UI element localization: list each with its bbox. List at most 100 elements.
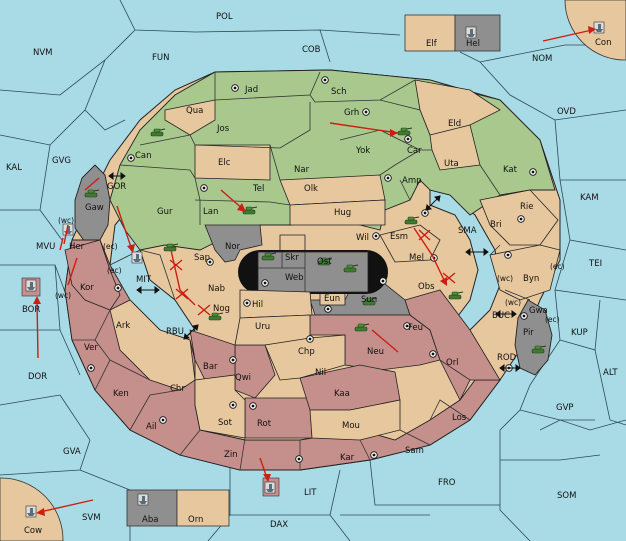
land-sot: Sot <box>218 418 233 428</box>
land-nab: Nab <box>208 284 225 294</box>
sea-fun: FUN <box>152 53 169 63</box>
land-nil: Nil <box>315 368 326 378</box>
land-tel: Tel <box>252 184 264 194</box>
coast-wc-gwa: (wc) <box>505 298 521 307</box>
land-hil: Hil <box>252 300 263 310</box>
coast-ec-her: (ec) <box>103 242 118 251</box>
land-nor: Nor <box>225 242 241 252</box>
land-pir: Pir <box>523 328 534 338</box>
land-mou: Mou <box>342 421 360 431</box>
sea-kup: KUP <box>571 328 588 338</box>
land-nar: Nar <box>294 165 310 175</box>
land-jos: Jos <box>216 124 230 134</box>
land-bar: Bar <box>203 362 218 372</box>
coast-wc-byn: (wc) <box>497 274 513 283</box>
coast-labels: (wc) (ec) (wc) (ec) (wc) (ec) (wc) (ec) <box>55 216 565 324</box>
land-elc: Elc <box>218 158 231 168</box>
red-east <box>404 289 501 401</box>
land-cow: Cow <box>24 526 42 536</box>
red-inner-west <box>64 239 121 311</box>
sea-rod: ROD <box>497 353 517 363</box>
sea-tei: TEI <box>588 259 602 269</box>
land-zin: Zin <box>224 450 238 460</box>
land-skr: Skr <box>285 253 299 263</box>
land-gwa: Gwa <box>529 306 548 316</box>
land-esm: Esm <box>390 232 408 242</box>
sea-dor: DOR <box>28 372 47 382</box>
coast-wc-kor: (wc) <box>55 291 71 300</box>
sea-ovd: OVD <box>557 107 576 117</box>
land-can: Can <box>135 151 152 161</box>
land-her: Her <box>69 242 85 252</box>
order-arrows <box>33 26 596 516</box>
sea-som: SOM <box>557 491 576 501</box>
land-ark: Ark <box>116 321 130 331</box>
land-hel: Hel <box>466 39 480 49</box>
sea-nom: NOM <box>532 54 552 64</box>
land-kor: Kor <box>80 283 94 293</box>
sea-fro: FRO <box>438 478 456 488</box>
land-jad: Jad <box>244 85 258 95</box>
land-los: Los <box>452 413 467 423</box>
sea-gva: GVA <box>63 447 81 457</box>
sea-alt: ALT <box>603 368 618 378</box>
sea-mit: MIT <box>136 275 152 285</box>
sea-gor: GOR <box>107 182 126 192</box>
land-nog: Nog <box>213 304 230 314</box>
sea-dax: DAX <box>270 520 288 530</box>
land-feu: Feu <box>408 323 423 333</box>
canal-connectors <box>108 172 521 372</box>
coast-ec-byn: (ec) <box>550 262 565 271</box>
sea-mvu: MVU <box>36 242 55 252</box>
land-rot: Rot <box>257 419 272 429</box>
sea-gvg: GVG <box>52 156 71 166</box>
land-obs: Obs <box>418 282 435 292</box>
land-byn: Byn <box>523 274 539 284</box>
land-kar: Kar <box>340 453 355 463</box>
land-sam: Sam <box>405 446 424 456</box>
land-uta: Uta <box>444 159 459 169</box>
coast-ec-mit: (ec) <box>107 266 122 275</box>
land-ail: Ail <box>146 422 157 432</box>
sea-lit: LIT <box>304 488 317 498</box>
sea-cob: COB <box>302 45 321 55</box>
sea-kal: KAL <box>6 163 22 173</box>
land-bri: Bri <box>490 220 502 230</box>
land-ost: Ost <box>317 257 332 267</box>
sea-sma: SMA <box>458 226 477 236</box>
land-gur: Gur <box>157 207 173 217</box>
land-neu: Neu <box>367 347 384 357</box>
sea-nvm: NVM <box>33 48 53 58</box>
land-olk: Olk <box>304 184 318 194</box>
land-sap: Sap <box>194 253 210 263</box>
land-sch: Sch <box>331 87 346 97</box>
failed-order-marks <box>169 229 456 316</box>
land-grh: Grh <box>344 108 359 118</box>
sea-rbu: RBU <box>166 327 184 337</box>
land-ken: Ken <box>113 389 129 399</box>
sea-labels: POL COB FUN NVM NOM KAL GVG GOR MVU MIT … <box>6 12 618 530</box>
land-ver: Ver <box>84 343 98 353</box>
land-qua: Qua <box>186 106 203 116</box>
province-borders <box>72 71 531 471</box>
sea-svm: SVM <box>82 513 101 523</box>
sea-gvp: GVP <box>556 403 574 413</box>
land-eld: Eld <box>448 119 461 129</box>
land-uru: Uru <box>255 322 270 332</box>
land-rie: Rie <box>520 202 534 212</box>
sea-kam: KAM <box>580 193 599 203</box>
land-chr: Chr <box>170 384 185 394</box>
land-hug: Hug <box>334 208 351 218</box>
land-yok: Yok <box>355 146 370 156</box>
land-sun: Sun <box>361 295 377 305</box>
land-mel: Mel <box>409 253 424 263</box>
land-orn: Orn <box>188 515 203 525</box>
gray-region <box>204 224 263 263</box>
land-qwi: Qwi <box>235 373 251 383</box>
land-aba: Aba <box>142 515 158 525</box>
land-kat: Kat <box>503 165 518 175</box>
sea-pol: POL <box>216 12 233 22</box>
land-car: Car <box>407 146 422 156</box>
